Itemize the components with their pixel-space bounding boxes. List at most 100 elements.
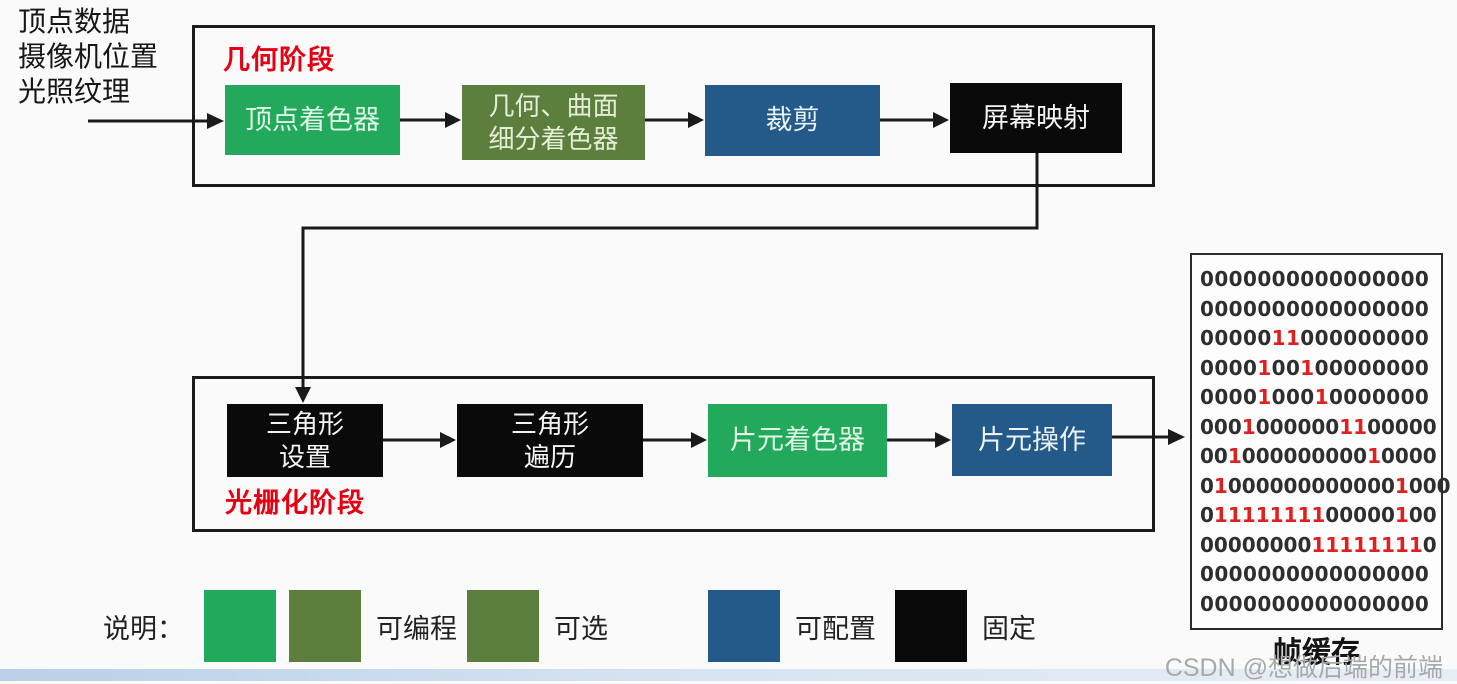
pipeline-box-label: 片元操作 bbox=[978, 424, 1086, 455]
binary-zero: 0 bbox=[1297, 444, 1312, 469]
binary-zero: 0 bbox=[1380, 503, 1395, 528]
binary-zero: 0 bbox=[1200, 355, 1214, 380]
binary-zero: 0 bbox=[1380, 444, 1395, 469]
pipeline-box-screen-mapping: 屏幕映射 bbox=[950, 83, 1122, 153]
binary-zero: 0 bbox=[1241, 473, 1256, 498]
binary-zero: 0 bbox=[1314, 326, 1329, 351]
binary-zero: 0 bbox=[1300, 385, 1315, 410]
legend-label: 固定 bbox=[982, 613, 1036, 644]
binary-zero: 0 bbox=[1285, 355, 1300, 380]
binary-one: 1 bbox=[1408, 532, 1423, 557]
binary-zero: 0 bbox=[1357, 562, 1372, 587]
binary-zero: 0 bbox=[1408, 503, 1423, 528]
binary-zero: 0 bbox=[1414, 385, 1429, 410]
binary-zero: 0 bbox=[1371, 591, 1386, 616]
binary-zero: 0 bbox=[1300, 326, 1315, 351]
pipeline-box-vertex-shader: 顶点着色器 bbox=[225, 85, 400, 155]
legend-swatch-blue bbox=[708, 590, 780, 662]
binary-zero: 0 bbox=[1269, 532, 1284, 557]
binary-zero: 0 bbox=[1200, 385, 1214, 410]
binary-zero: 0 bbox=[1353, 503, 1368, 528]
binary-zero: 0 bbox=[1271, 355, 1286, 380]
binary-zero: 0 bbox=[1314, 296, 1329, 321]
binary-zero: 0 bbox=[1271, 562, 1286, 587]
binary-zero: 0 bbox=[1214, 591, 1229, 616]
binary-zero: 0 bbox=[1343, 562, 1358, 587]
binary-zero: 0 bbox=[1257, 326, 1272, 351]
binary-one: 1 bbox=[1339, 414, 1354, 439]
pipeline-box-label: 片元着色器 bbox=[730, 425, 865, 455]
legend-swatch-black bbox=[895, 590, 967, 662]
pipeline-box-label: 设置 bbox=[278, 441, 331, 472]
binary-zero: 0 bbox=[1228, 385, 1243, 410]
legend-label: 可配置 bbox=[795, 613, 876, 644]
binary-zero: 0 bbox=[1371, 296, 1386, 321]
binary-zero: 0 bbox=[1285, 267, 1300, 291]
binary-one: 1 bbox=[1311, 532, 1326, 557]
binary-zero: 0 bbox=[1422, 532, 1437, 557]
binary-zero: 0 bbox=[1200, 562, 1214, 587]
binary-zero: 0 bbox=[1200, 503, 1214, 528]
binary-zero: 0 bbox=[1228, 296, 1243, 321]
binary-zero: 0 bbox=[1269, 444, 1284, 469]
binary-zero: 0 bbox=[1422, 444, 1437, 469]
bottom-edge-band bbox=[0, 669, 1457, 681]
pipeline-box-label: 顶点着色器 bbox=[245, 104, 380, 135]
binary-zero: 0 bbox=[1414, 267, 1429, 291]
binary-zero: 0 bbox=[1386, 562, 1401, 587]
binary-zero: 0 bbox=[1408, 414, 1423, 439]
pipeline-box-clipping: 裁剪 bbox=[705, 85, 880, 156]
binary-zero: 0 bbox=[1400, 267, 1415, 291]
binary-zero: 0 bbox=[1357, 385, 1372, 410]
binary-zero: 0 bbox=[1269, 414, 1284, 439]
geometry-stage-label: 几何阶段 bbox=[223, 45, 335, 75]
binary-zero: 0 bbox=[1386, 385, 1401, 410]
binary-one: 1 bbox=[1269, 503, 1284, 528]
binary-one: 1 bbox=[1213, 503, 1228, 528]
binary-zero: 0 bbox=[1300, 591, 1315, 616]
binary-zero: 0 bbox=[1339, 503, 1354, 528]
binary-zero: 0 bbox=[1343, 326, 1358, 351]
binary-zero: 0 bbox=[1328, 326, 1343, 351]
binary-zero: 0 bbox=[1283, 414, 1298, 439]
binary-zero: 0 bbox=[1325, 444, 1340, 469]
binary-zero: 0 bbox=[1242, 385, 1257, 410]
binary-zero: 0 bbox=[1257, 296, 1272, 321]
binary-zero: 0 bbox=[1213, 414, 1228, 439]
pipeline-box-triangle-traversal: 三角形遍历 bbox=[457, 404, 643, 477]
binary-zero: 0 bbox=[1271, 267, 1286, 291]
binary-one: 1 bbox=[1300, 355, 1315, 380]
binary-zero: 0 bbox=[1328, 355, 1343, 380]
legend-label: 可选 bbox=[554, 613, 608, 644]
binary-zero: 0 bbox=[1269, 473, 1284, 498]
binary-zero: 0 bbox=[1339, 473, 1354, 498]
binary-zero: 0 bbox=[1285, 591, 1300, 616]
binary-zero: 0 bbox=[1314, 562, 1329, 587]
pipeline-box-label: 几何、曲面 bbox=[488, 90, 619, 121]
binary-zero: 0 bbox=[1367, 473, 1381, 498]
binary-zero: 0 bbox=[1285, 385, 1300, 410]
binary-zero: 0 bbox=[1371, 355, 1386, 380]
binary-zero: 0 bbox=[1371, 267, 1386, 291]
binary-zero: 0 bbox=[1339, 444, 1354, 469]
binary-zero: 0 bbox=[1300, 296, 1315, 321]
pipeline-box-fragment-operations: 片元操作 bbox=[952, 404, 1112, 476]
pipeline-box-fragment-shader: 片元着色器 bbox=[708, 404, 887, 477]
binary-zero: 0 bbox=[1343, 267, 1358, 291]
binary-one: 1 bbox=[1394, 532, 1409, 557]
binary-zero: 0 bbox=[1228, 355, 1243, 380]
binary-zero: 0 bbox=[1213, 532, 1228, 557]
binary-zero: 0 bbox=[1214, 562, 1229, 587]
binary-zero: 0 bbox=[1242, 326, 1257, 351]
binary-zero: 0 bbox=[1213, 444, 1228, 469]
binary-zero: 0 bbox=[1200, 473, 1214, 498]
binary-zero: 0 bbox=[1285, 562, 1300, 587]
binary-zero: 0 bbox=[1214, 385, 1229, 410]
input-data-line: 摄像机位置 bbox=[18, 41, 159, 72]
binary-zero: 0 bbox=[1255, 444, 1270, 469]
